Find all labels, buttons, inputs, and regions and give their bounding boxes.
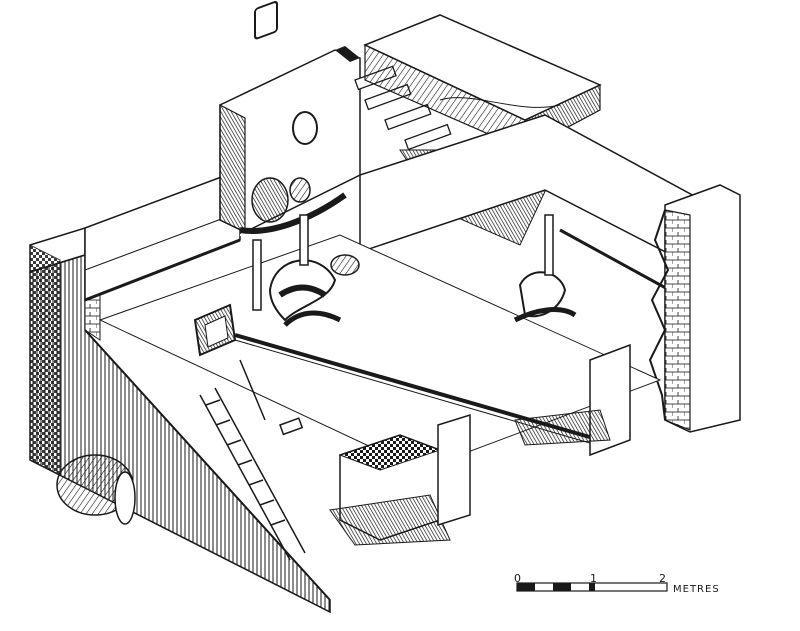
scale-tick-1: 1 xyxy=(590,572,597,585)
left-outer-wall xyxy=(29,226,331,614)
front-partition xyxy=(329,343,631,546)
curved-fragments xyxy=(268,254,577,327)
upper-chamber-block xyxy=(219,1,361,237)
scale-segment xyxy=(517,583,535,591)
scale-unit-label: METRES xyxy=(673,584,720,595)
scale-segment xyxy=(553,583,571,591)
right-outer-wall xyxy=(648,184,741,433)
back-left-wall xyxy=(84,168,241,302)
cylinder-feature xyxy=(56,454,136,525)
wall-opening xyxy=(193,303,237,357)
ladder xyxy=(199,359,306,561)
posts xyxy=(252,214,554,311)
scale-tick-2: 2 xyxy=(659,572,666,585)
scale-bar xyxy=(516,582,668,592)
scale-segment xyxy=(589,583,595,591)
scale-tick-0: 0 xyxy=(514,572,521,585)
